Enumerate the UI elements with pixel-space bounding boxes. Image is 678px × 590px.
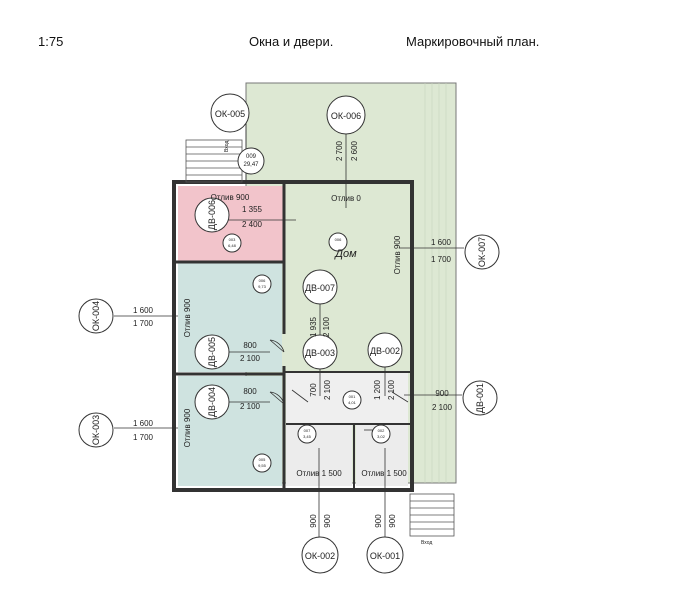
plan-subtitle: Маркировочный план. bbox=[406, 34, 540, 49]
ok-002-height: 900 bbox=[323, 514, 332, 528]
marker-ok-005: ОК-005 bbox=[215, 109, 245, 119]
stairs-top-label: Вход bbox=[224, 141, 230, 152]
room-tag-num: 002 bbox=[378, 428, 385, 433]
dv-005-height: 2 100 bbox=[240, 354, 261, 363]
room-tag-area: 4,01 bbox=[348, 400, 357, 405]
sill-label: Отлив 0 bbox=[331, 194, 361, 203]
ok-003-width: 1 600 bbox=[133, 419, 154, 428]
room-tag-num: 005 bbox=[259, 457, 266, 462]
marker-ok-004: ОК-004 bbox=[91, 301, 101, 331]
sill-label: Отлив 900 bbox=[393, 235, 402, 274]
room-tag-area: 6,48 bbox=[228, 243, 237, 248]
room-tag-num: 006 bbox=[335, 237, 342, 242]
ok-007-width: 1 600 bbox=[431, 238, 452, 247]
sill-label: Отлив 1 500 bbox=[361, 469, 407, 478]
ok-004-height: 1 700 bbox=[133, 319, 154, 328]
ok-007-height: 1 700 bbox=[431, 255, 452, 264]
stairs-top bbox=[185, 139, 243, 183]
stairs-bottom-label: Вход bbox=[421, 540, 432, 546]
room-tag-num: 006 bbox=[259, 278, 266, 283]
dv-004-width: 800 bbox=[243, 387, 257, 396]
dv-001-height: 2 100 bbox=[432, 403, 453, 412]
marker-ok-001: ОК-001 bbox=[370, 551, 400, 561]
marker-dv-006: ДВ-006 bbox=[207, 200, 217, 230]
marker-dv-005: ДВ-005 bbox=[207, 337, 217, 367]
marker-circles bbox=[78, 93, 500, 574]
sill-label: Отлив 900 bbox=[183, 298, 192, 337]
stairs-bottom bbox=[409, 493, 455, 537]
room-label-dom: Дом bbox=[333, 248, 357, 260]
dv-001-width: 900 bbox=[435, 389, 449, 398]
marker-ok-002: ОК-002 bbox=[305, 551, 335, 561]
sill-label: Отлив 900 bbox=[211, 193, 250, 202]
dv-007-height: 2 100 bbox=[322, 316, 331, 337]
plan-title: Окна и двери. bbox=[249, 34, 334, 49]
ok-001-width: 900 bbox=[374, 514, 383, 528]
house-walls bbox=[172, 180, 414, 492]
ok-004-width: 1 600 bbox=[133, 306, 154, 315]
scale-label: 1:75 bbox=[38, 34, 64, 49]
marker-ok-006: ОК-006 bbox=[331, 111, 361, 121]
dv-003-height: 2 100 bbox=[323, 379, 332, 400]
dv-003-width: 700 bbox=[309, 383, 318, 397]
dv-005-width: 800 bbox=[243, 341, 257, 350]
room-tag-area: 9,73 bbox=[258, 284, 267, 289]
marker-dv-001: ДВ-001 bbox=[475, 383, 485, 413]
room-tag-num: 007 bbox=[304, 428, 311, 433]
dv-002-height: 2 100 bbox=[387, 379, 396, 400]
marker-dv-004: ДВ-004 bbox=[207, 387, 217, 417]
room-tag-area: 3,02 bbox=[377, 434, 386, 439]
ok-001-height: 900 bbox=[388, 514, 397, 528]
dv-006-height: 2 400 bbox=[242, 220, 263, 229]
room-tag-area: 3,45 bbox=[303, 434, 312, 439]
ok-002-width: 900 bbox=[309, 514, 318, 528]
marker-ok-003: ОК-003 bbox=[91, 415, 101, 445]
sill-label: Отлив 900 bbox=[183, 408, 192, 447]
ok-006-width: 2 700 bbox=[335, 140, 344, 161]
marker-dv-007: ДВ-007 bbox=[305, 283, 335, 293]
marker-dv-002: ДВ-002 bbox=[370, 346, 400, 356]
dv-002-width: 1 200 bbox=[373, 379, 382, 400]
room-tag-area: 9,55 bbox=[258, 463, 267, 468]
ok-003-height: 1 700 bbox=[133, 433, 154, 442]
terrace-deck-lines bbox=[424, 83, 447, 483]
dv-007-width: 1 935 bbox=[309, 316, 318, 337]
dv-006-width: 1 355 bbox=[242, 205, 263, 214]
ok-006-height: 2 600 bbox=[350, 140, 359, 161]
room-tag-num: 003 bbox=[229, 237, 236, 242]
room-tag-num: 001 bbox=[349, 394, 356, 399]
room-tag-area: 29,47 bbox=[243, 162, 259, 168]
room-tag-num: 009 bbox=[246, 154, 257, 160]
dv-004-height: 2 100 bbox=[240, 402, 261, 411]
marker-ok-007: ОК-007 bbox=[477, 237, 487, 267]
sill-label: Отлив 1 500 bbox=[296, 469, 342, 478]
marker-dv-003: ДВ-003 bbox=[305, 348, 335, 358]
